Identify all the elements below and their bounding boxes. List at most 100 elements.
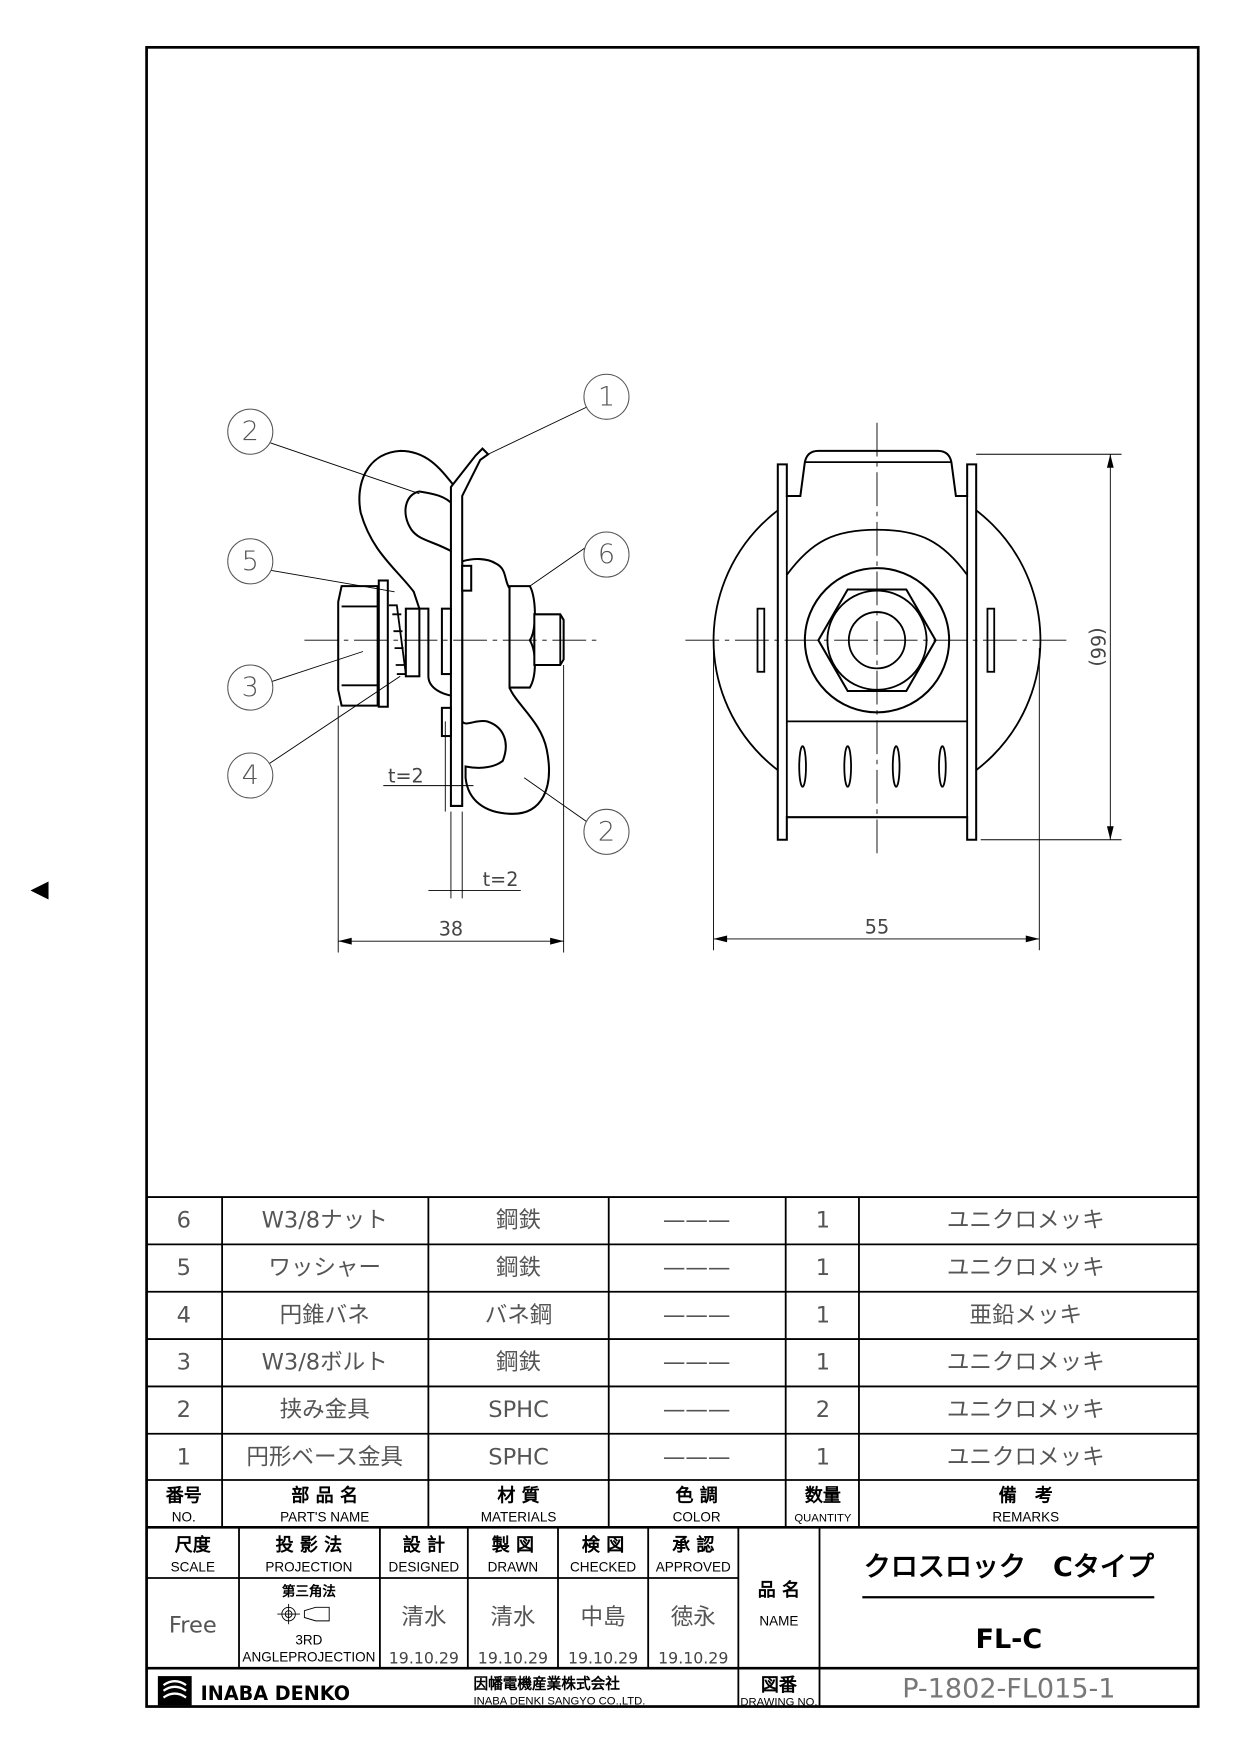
svg-text:ユニクロメッキ: ユニクロメッキ bbox=[947, 1255, 1105, 1281]
svg-text:2: 2 bbox=[177, 1397, 191, 1423]
product-name: クロスロック Cタイプ bbox=[864, 1552, 1155, 1583]
svg-text:材 質: 材 質 bbox=[497, 1484, 539, 1506]
callout-1: 1 bbox=[583, 373, 630, 420]
company-name-en: INABA DENKI SANGYO CO.,LTD. bbox=[473, 1695, 645, 1707]
svg-text:鋼鉄: 鋼鉄 bbox=[496, 1350, 541, 1376]
svg-text:品 名: 品 名 bbox=[758, 1579, 800, 1601]
svg-text:INABA DENKO: INABA DENKO bbox=[201, 1682, 350, 1705]
svg-text:2: 2 bbox=[816, 1397, 830, 1423]
svg-text:19.10.29: 19.10.29 bbox=[389, 1649, 459, 1668]
svg-text:ユニクロメッキ: ユニクロメッキ bbox=[947, 1444, 1105, 1470]
svg-text:1: 1 bbox=[816, 1350, 830, 1376]
company-name-ja: 因幡電機産業株式会社 bbox=[473, 1674, 620, 1692]
triangle-left-icon[interactable] bbox=[30, 881, 49, 900]
callout-4: 4 bbox=[227, 752, 274, 799]
svg-text:尺度: 尺度 bbox=[175, 1534, 212, 1556]
third-angle-projection-symbol bbox=[277, 1603, 330, 1625]
svg-text:挟み金具: 挟み金具 bbox=[280, 1397, 370, 1423]
svg-text:SPHC: SPHC bbox=[488, 1397, 549, 1423]
svg-text:2: 2 bbox=[598, 816, 615, 847]
svg-text:1: 1 bbox=[816, 1255, 830, 1281]
dimension-plate-thickness-1: t=2 bbox=[388, 764, 424, 787]
svg-text:W3/8ボルト: W3/8ボルト bbox=[262, 1350, 388, 1376]
parts-row-1: 1 円形ベース金具 SPHC ——— 1 ユニクロメッキ bbox=[177, 1444, 1105, 1470]
svg-text:鋼鉄: 鋼鉄 bbox=[496, 1208, 541, 1234]
svg-text:DRAWN: DRAWN bbox=[488, 1559, 539, 1574]
svg-text:ユニクロメッキ: ユニクロメッキ bbox=[947, 1350, 1105, 1376]
svg-text:DRAWING NO.: DRAWING NO. bbox=[740, 1696, 817, 1708]
dimension-plate-thickness-2: t=2 bbox=[483, 868, 519, 891]
callout-6: 6 bbox=[583, 531, 630, 578]
svg-text:W3/8ナット: W3/8ナット bbox=[262, 1208, 388, 1234]
svg-text:備 考: 備 考 bbox=[999, 1484, 1053, 1506]
svg-text:1: 1 bbox=[598, 381, 615, 412]
svg-text:———: ——— bbox=[663, 1302, 731, 1328]
svg-text:検 図: 検 図 bbox=[582, 1534, 624, 1556]
svg-text:19.10.29: 19.10.29 bbox=[478, 1649, 548, 1668]
front-view: 55 (66) bbox=[685, 422, 1122, 951]
svg-text:PART'S NAME: PART'S NAME bbox=[280, 1510, 369, 1525]
svg-text:QUANTITY: QUANTITY bbox=[794, 1513, 851, 1525]
parts-row-6: 6 W3/8ナット 鋼鉄 ——— 1 ユニクロメッキ bbox=[177, 1208, 1105, 1234]
svg-text:1: 1 bbox=[816, 1444, 830, 1470]
svg-text:———: ——— bbox=[663, 1397, 731, 1423]
svg-text:5: 5 bbox=[242, 546, 259, 577]
svg-text:5: 5 bbox=[177, 1255, 191, 1281]
svg-text:数量: 数量 bbox=[805, 1484, 841, 1506]
svg-text:———: ——— bbox=[663, 1350, 731, 1376]
svg-text:APPROVED: APPROVED bbox=[656, 1559, 731, 1574]
svg-text:清水: 清水 bbox=[401, 1604, 446, 1630]
svg-text:COLOR: COLOR bbox=[673, 1510, 721, 1525]
svg-text:部 品 名: 部 品 名 bbox=[291, 1484, 358, 1506]
svg-text:承 認: 承 認 bbox=[672, 1534, 714, 1556]
svg-text:MATERIALS: MATERIALS bbox=[481, 1510, 557, 1525]
svg-text:———: ——— bbox=[663, 1208, 731, 1234]
svg-text:投 影 法: 投 影 法 bbox=[276, 1534, 343, 1556]
svg-text:19.10.29: 19.10.29 bbox=[568, 1649, 638, 1668]
svg-text:ユニクロメッキ: ユニクロメッキ bbox=[947, 1208, 1105, 1234]
svg-text:3RD: 3RD bbox=[295, 1633, 322, 1648]
approved-cell: 承 認 APPROVED 徳永 19.10.29 bbox=[656, 1534, 731, 1668]
svg-text:1: 1 bbox=[816, 1302, 830, 1328]
svg-text:———: ——— bbox=[663, 1444, 731, 1470]
svg-text:1: 1 bbox=[177, 1444, 191, 1470]
dimension-height: (66) bbox=[1086, 627, 1109, 666]
svg-text:徳永: 徳永 bbox=[671, 1604, 716, 1630]
svg-text:ANGLEPROJECTION: ANGLEPROJECTION bbox=[242, 1649, 375, 1664]
svg-text:2: 2 bbox=[242, 416, 259, 447]
callout-5: 5 bbox=[227, 538, 274, 585]
svg-text:ユニクロメッキ: ユニクロメッキ bbox=[947, 1397, 1105, 1423]
dimension-side-width: 38 bbox=[439, 918, 463, 941]
svg-text:6: 6 bbox=[177, 1208, 191, 1234]
svg-text:清水: 清水 bbox=[490, 1604, 535, 1630]
svg-text:1: 1 bbox=[816, 1208, 830, 1234]
svg-text:円形ベース金具: 円形ベース金具 bbox=[246, 1444, 403, 1470]
svg-text:SCALE: SCALE bbox=[171, 1559, 215, 1574]
callout-2-upper: 2 bbox=[227, 408, 274, 455]
company-logo: INABA DENKO bbox=[157, 1676, 350, 1706]
svg-text:REMARKS: REMARKS bbox=[992, 1510, 1059, 1525]
svg-text:19.10.29: 19.10.29 bbox=[658, 1649, 728, 1668]
svg-text:3: 3 bbox=[242, 672, 259, 703]
svg-text:SPHC: SPHC bbox=[488, 1444, 549, 1470]
svg-text:番号: 番号 bbox=[165, 1485, 202, 1506]
svg-text:PROJECTION: PROJECTION bbox=[265, 1559, 352, 1574]
callout-3: 3 bbox=[227, 664, 274, 711]
svg-text:色 調: 色 調 bbox=[675, 1484, 717, 1506]
drawing-frame bbox=[145, 45, 1200, 1708]
svg-text:DESIGNED: DESIGNED bbox=[389, 1559, 460, 1574]
callout-2-lower: 2 bbox=[583, 808, 630, 855]
svg-text:4: 4 bbox=[177, 1302, 191, 1328]
